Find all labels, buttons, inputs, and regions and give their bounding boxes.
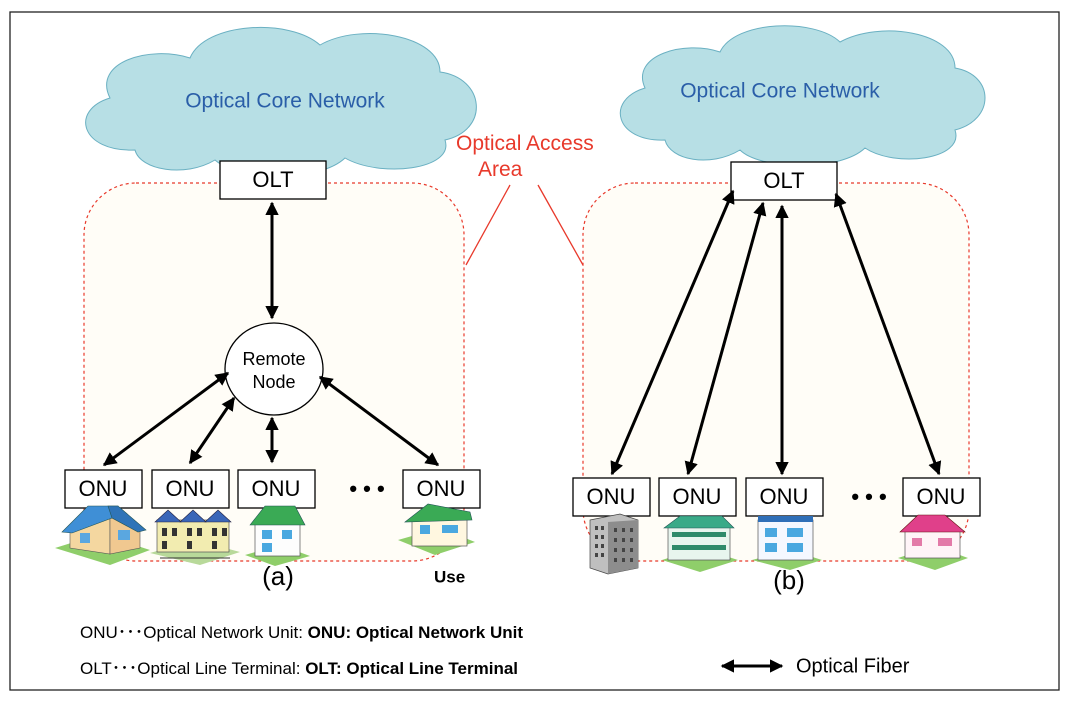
office-building-icon: [589, 513, 639, 575]
fiber-olt-to-onu-r2: [684, 201, 767, 476]
house-icon-blue-modern: [752, 516, 822, 570]
legend: ONU･･･Optical Network Unit: ONU: Optical…: [80, 623, 910, 678]
access-area-leader-left: [465, 184, 511, 266]
apartment-icon-yellow: [150, 509, 240, 565]
remote-node: Remote Node: [224, 322, 324, 416]
onu-left-2: ONU: [151, 469, 230, 509]
house-icon-blue: [55, 505, 150, 565]
svg-text:ONU: ONU: [760, 484, 809, 509]
svg-text:ONU: ONU: [417, 476, 466, 501]
onu-left-3: ONU: [237, 469, 316, 509]
legend-olt-bold: OLT: Optical Line Terminal: [305, 659, 518, 678]
fiber-remote-to-onu-2: [188, 396, 236, 465]
svg-text:OLT: OLT: [252, 167, 293, 192]
house-icon-green-gable: [398, 503, 475, 555]
legend-onu-bold: ONU: Optical Network Unit: [308, 623, 524, 642]
svg-text:ONU: ONU: [673, 484, 722, 509]
onu-left-1: ONU: [64, 469, 143, 509]
access-area-label-line1: Optical Access: [456, 132, 594, 155]
onu-right-4: ONU: [902, 477, 981, 517]
access-area-leader-right: [537, 184, 584, 266]
apartment-icon-green: [662, 515, 738, 572]
legend-fiber-label: Optical Fiber: [796, 655, 910, 677]
onu-right-1: ONU: [572, 477, 651, 517]
use-label: Use: [434, 567, 465, 586]
legend-onu: ONU･･･Optical Network Unit: ONU: Optical…: [80, 623, 523, 642]
legend-olt: OLT･･･Optical Line Terminal: OLT: Optica…: [80, 659, 518, 678]
svg-text:ONU: ONU: [917, 484, 966, 509]
caption-b: (b): [773, 565, 805, 595]
fiber-olt-to-onu-r4: [833, 192, 942, 476]
caption-a: (a): [262, 561, 294, 591]
fiber-remote-to-onu-1: [102, 371, 230, 467]
olt-box-right: OLT: [730, 161, 838, 201]
ellipsis-left: • • •: [349, 476, 384, 501]
core-network-cloud-left: Optical Core Network: [85, 27, 477, 177]
onu-left-4: ONU: [402, 469, 481, 509]
access-area-label-line2: Area: [478, 158, 523, 181]
cloud-label-left: Optical Core Network: [185, 90, 385, 113]
remote-node-line2: Node: [252, 372, 295, 392]
house-icon-green-left: [245, 505, 310, 566]
remote-node-line1: Remote: [242, 349, 305, 369]
svg-text:ONU: ONU: [587, 484, 636, 509]
svg-text:ONU: ONU: [252, 476, 301, 501]
svg-text:ONU: ONU: [166, 476, 215, 501]
olt-box-left: OLT: [219, 160, 327, 200]
fiber-remote-to-onu-4: [318, 375, 440, 467]
house-icon-pink: [898, 514, 968, 570]
svg-text:OLT: OLT: [763, 168, 804, 193]
ellipsis-right: • • •: [851, 484, 886, 509]
onu-right-3: ONU: [745, 477, 824, 517]
legend-onu-prefix: ONU･･･Optical Network Unit:: [80, 623, 308, 642]
cloud-label-right: Optical Core Network: [680, 80, 880, 103]
svg-text:ONU: ONU: [79, 476, 128, 501]
legend-olt-prefix: OLT･･･Optical Line Terminal:: [80, 659, 305, 678]
onu-right-2: ONU: [658, 477, 737, 517]
